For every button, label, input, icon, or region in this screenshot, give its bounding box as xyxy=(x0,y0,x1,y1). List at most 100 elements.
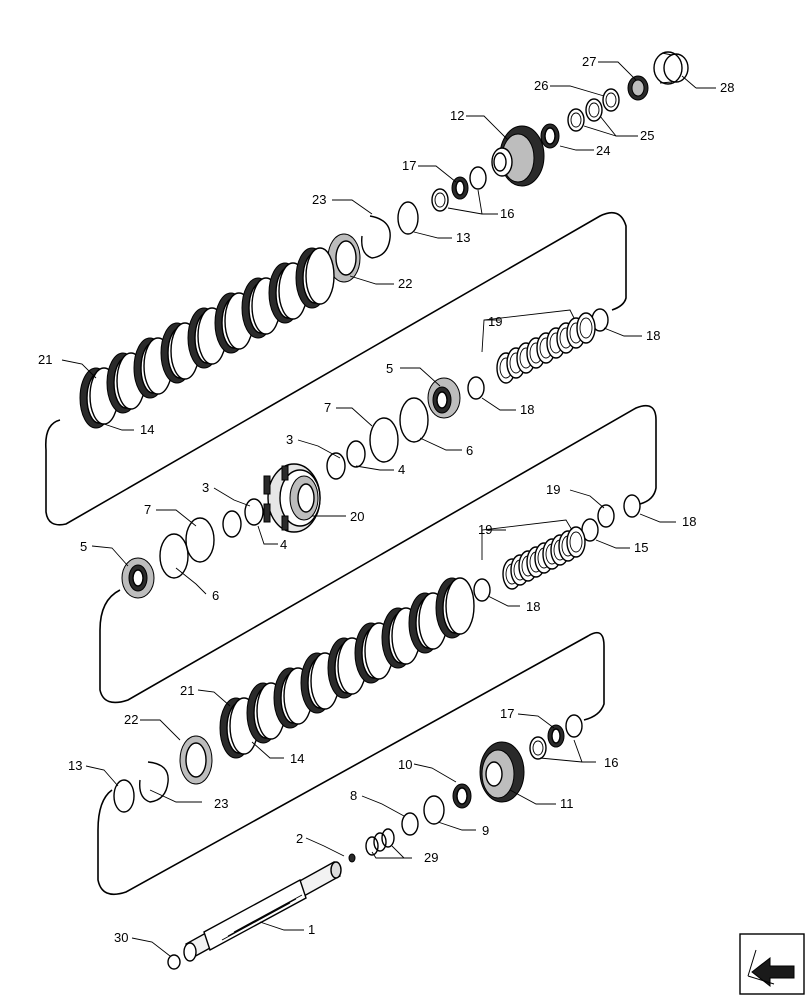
callout-5a: 5 xyxy=(386,361,393,376)
part-18-snap-ring-b xyxy=(467,376,485,400)
lower-clutch-pack xyxy=(219,577,475,759)
callout-22b: 22 xyxy=(124,712,138,727)
part-4-ring-lower xyxy=(244,498,264,526)
assembly-loop-upper xyxy=(44,211,627,526)
callout-29: 29 xyxy=(424,850,438,865)
callout-11: 11 xyxy=(560,796,574,811)
callout-23a: 23 xyxy=(312,192,326,207)
part-19-plates-upper xyxy=(496,312,596,384)
assembly-loop-lower xyxy=(97,631,605,896)
callout-13a: 13 xyxy=(456,230,470,245)
part-6-seal-lower xyxy=(159,533,189,579)
friction-plate-bore xyxy=(579,317,593,339)
callout-24: 24 xyxy=(596,143,610,158)
callout-14b: 14 xyxy=(290,751,304,766)
arrow-back-icon xyxy=(747,949,795,988)
part-7-seal-upper xyxy=(369,417,399,463)
assembly-loop-middle xyxy=(99,404,657,704)
part-8-ring xyxy=(401,812,419,836)
callout-26: 26 xyxy=(534,78,548,93)
callout-19a: 19 xyxy=(488,314,502,329)
part-26-washer xyxy=(602,88,620,112)
callout-3a: 3 xyxy=(286,432,293,447)
part-25-washer xyxy=(567,98,603,132)
callout-7b: 7 xyxy=(144,502,151,517)
leader-lines xyxy=(61,61,716,957)
part-6-seal-upper xyxy=(399,397,429,443)
callout-6a: 6 xyxy=(466,443,473,458)
clutch-plate xyxy=(305,247,335,305)
part-10-needle-bearing xyxy=(452,783,472,809)
part-11-gear xyxy=(479,741,525,803)
callout-1: 1 xyxy=(308,922,315,937)
part-13-snap-ring-upper xyxy=(397,201,419,235)
callout-12: 12 xyxy=(450,108,464,123)
callout-21a: 21 xyxy=(38,352,52,367)
part-24-needle-bearing xyxy=(540,123,560,149)
part-28-bearing-cup xyxy=(653,51,689,85)
part-7-seal-lower xyxy=(185,517,215,563)
callout-8: 8 xyxy=(350,788,357,803)
upper-clutch-pack xyxy=(79,247,335,429)
callout-6b: 6 xyxy=(212,588,219,603)
callout-27: 27 xyxy=(582,54,596,69)
callout-19c: 19 xyxy=(478,522,492,537)
part-17-bearing-upper xyxy=(451,176,469,200)
callout-18c: 18 xyxy=(682,514,696,529)
callout-16b: 16 xyxy=(604,755,618,770)
callout-18d: 18 xyxy=(526,599,540,614)
callout-17b: 17 xyxy=(500,706,514,721)
callout-22a: 22 xyxy=(398,276,412,291)
part-3-ring-upper xyxy=(326,452,346,480)
part-17-bearing-lower xyxy=(547,724,565,748)
callout-18b: 18 xyxy=(520,402,534,417)
part-3-ring-lower xyxy=(222,510,242,538)
part-22-pressure-plate-lower xyxy=(179,735,213,785)
callout-21b: 21 xyxy=(180,683,194,698)
part-29-seal-rings xyxy=(365,828,395,856)
callout-17a: 17 xyxy=(402,158,416,173)
part-5-bearing-upper xyxy=(427,377,461,419)
callout-2: 2 xyxy=(296,831,303,846)
callout-4a: 4 xyxy=(398,462,405,477)
callout-10: 10 xyxy=(398,757,412,772)
part-19-plates-lower xyxy=(502,526,586,590)
part-5-bearing-lower xyxy=(121,557,155,599)
callout-labels: 28 27 26 25 24 12 17 16 13 23 22 18 19 1… xyxy=(38,54,734,945)
callout-13b: 13 xyxy=(68,758,82,773)
callout-14a: 14 xyxy=(140,422,154,437)
callout-5b: 5 xyxy=(80,539,87,554)
callout-23b: 23 xyxy=(214,796,228,811)
callout-7a: 7 xyxy=(324,400,331,415)
part-9-washer xyxy=(423,795,445,825)
part-16-washer-lower xyxy=(529,714,583,760)
part-13-snap-ring-lower xyxy=(113,779,135,813)
callout-9: 9 xyxy=(482,823,489,838)
part-18-snap-ring-d xyxy=(473,578,491,602)
callout-3b: 3 xyxy=(202,480,209,495)
part-19-plate-single xyxy=(597,504,615,528)
callout-4b: 4 xyxy=(280,537,287,552)
part-2-pin xyxy=(348,853,356,863)
callout-28: 28 xyxy=(720,80,734,95)
part-4-ring-upper xyxy=(346,440,366,468)
callout-18a: 18 xyxy=(646,328,660,343)
part-18-snap-ring-c xyxy=(623,494,641,518)
part-23-circlip-upper xyxy=(361,215,391,259)
friction-plate-bore xyxy=(569,531,583,553)
callout-25: 25 xyxy=(640,128,654,143)
callout-16a: 16 xyxy=(500,206,514,221)
nav-back-button[interactable] xyxy=(739,933,805,995)
part-30-ring xyxy=(167,954,181,970)
clutch-plate xyxy=(445,577,475,635)
callout-19b: 19 xyxy=(546,482,560,497)
part-16-washer-upper xyxy=(431,166,487,212)
part-12-gear xyxy=(491,125,545,187)
part-20-clutch-hub xyxy=(263,463,321,533)
callout-30: 30 xyxy=(114,930,128,945)
callout-15: 15 xyxy=(634,540,648,555)
part-27-bearing xyxy=(627,75,649,101)
callout-20: 20 xyxy=(350,509,364,524)
part-1-shaft xyxy=(183,861,342,962)
